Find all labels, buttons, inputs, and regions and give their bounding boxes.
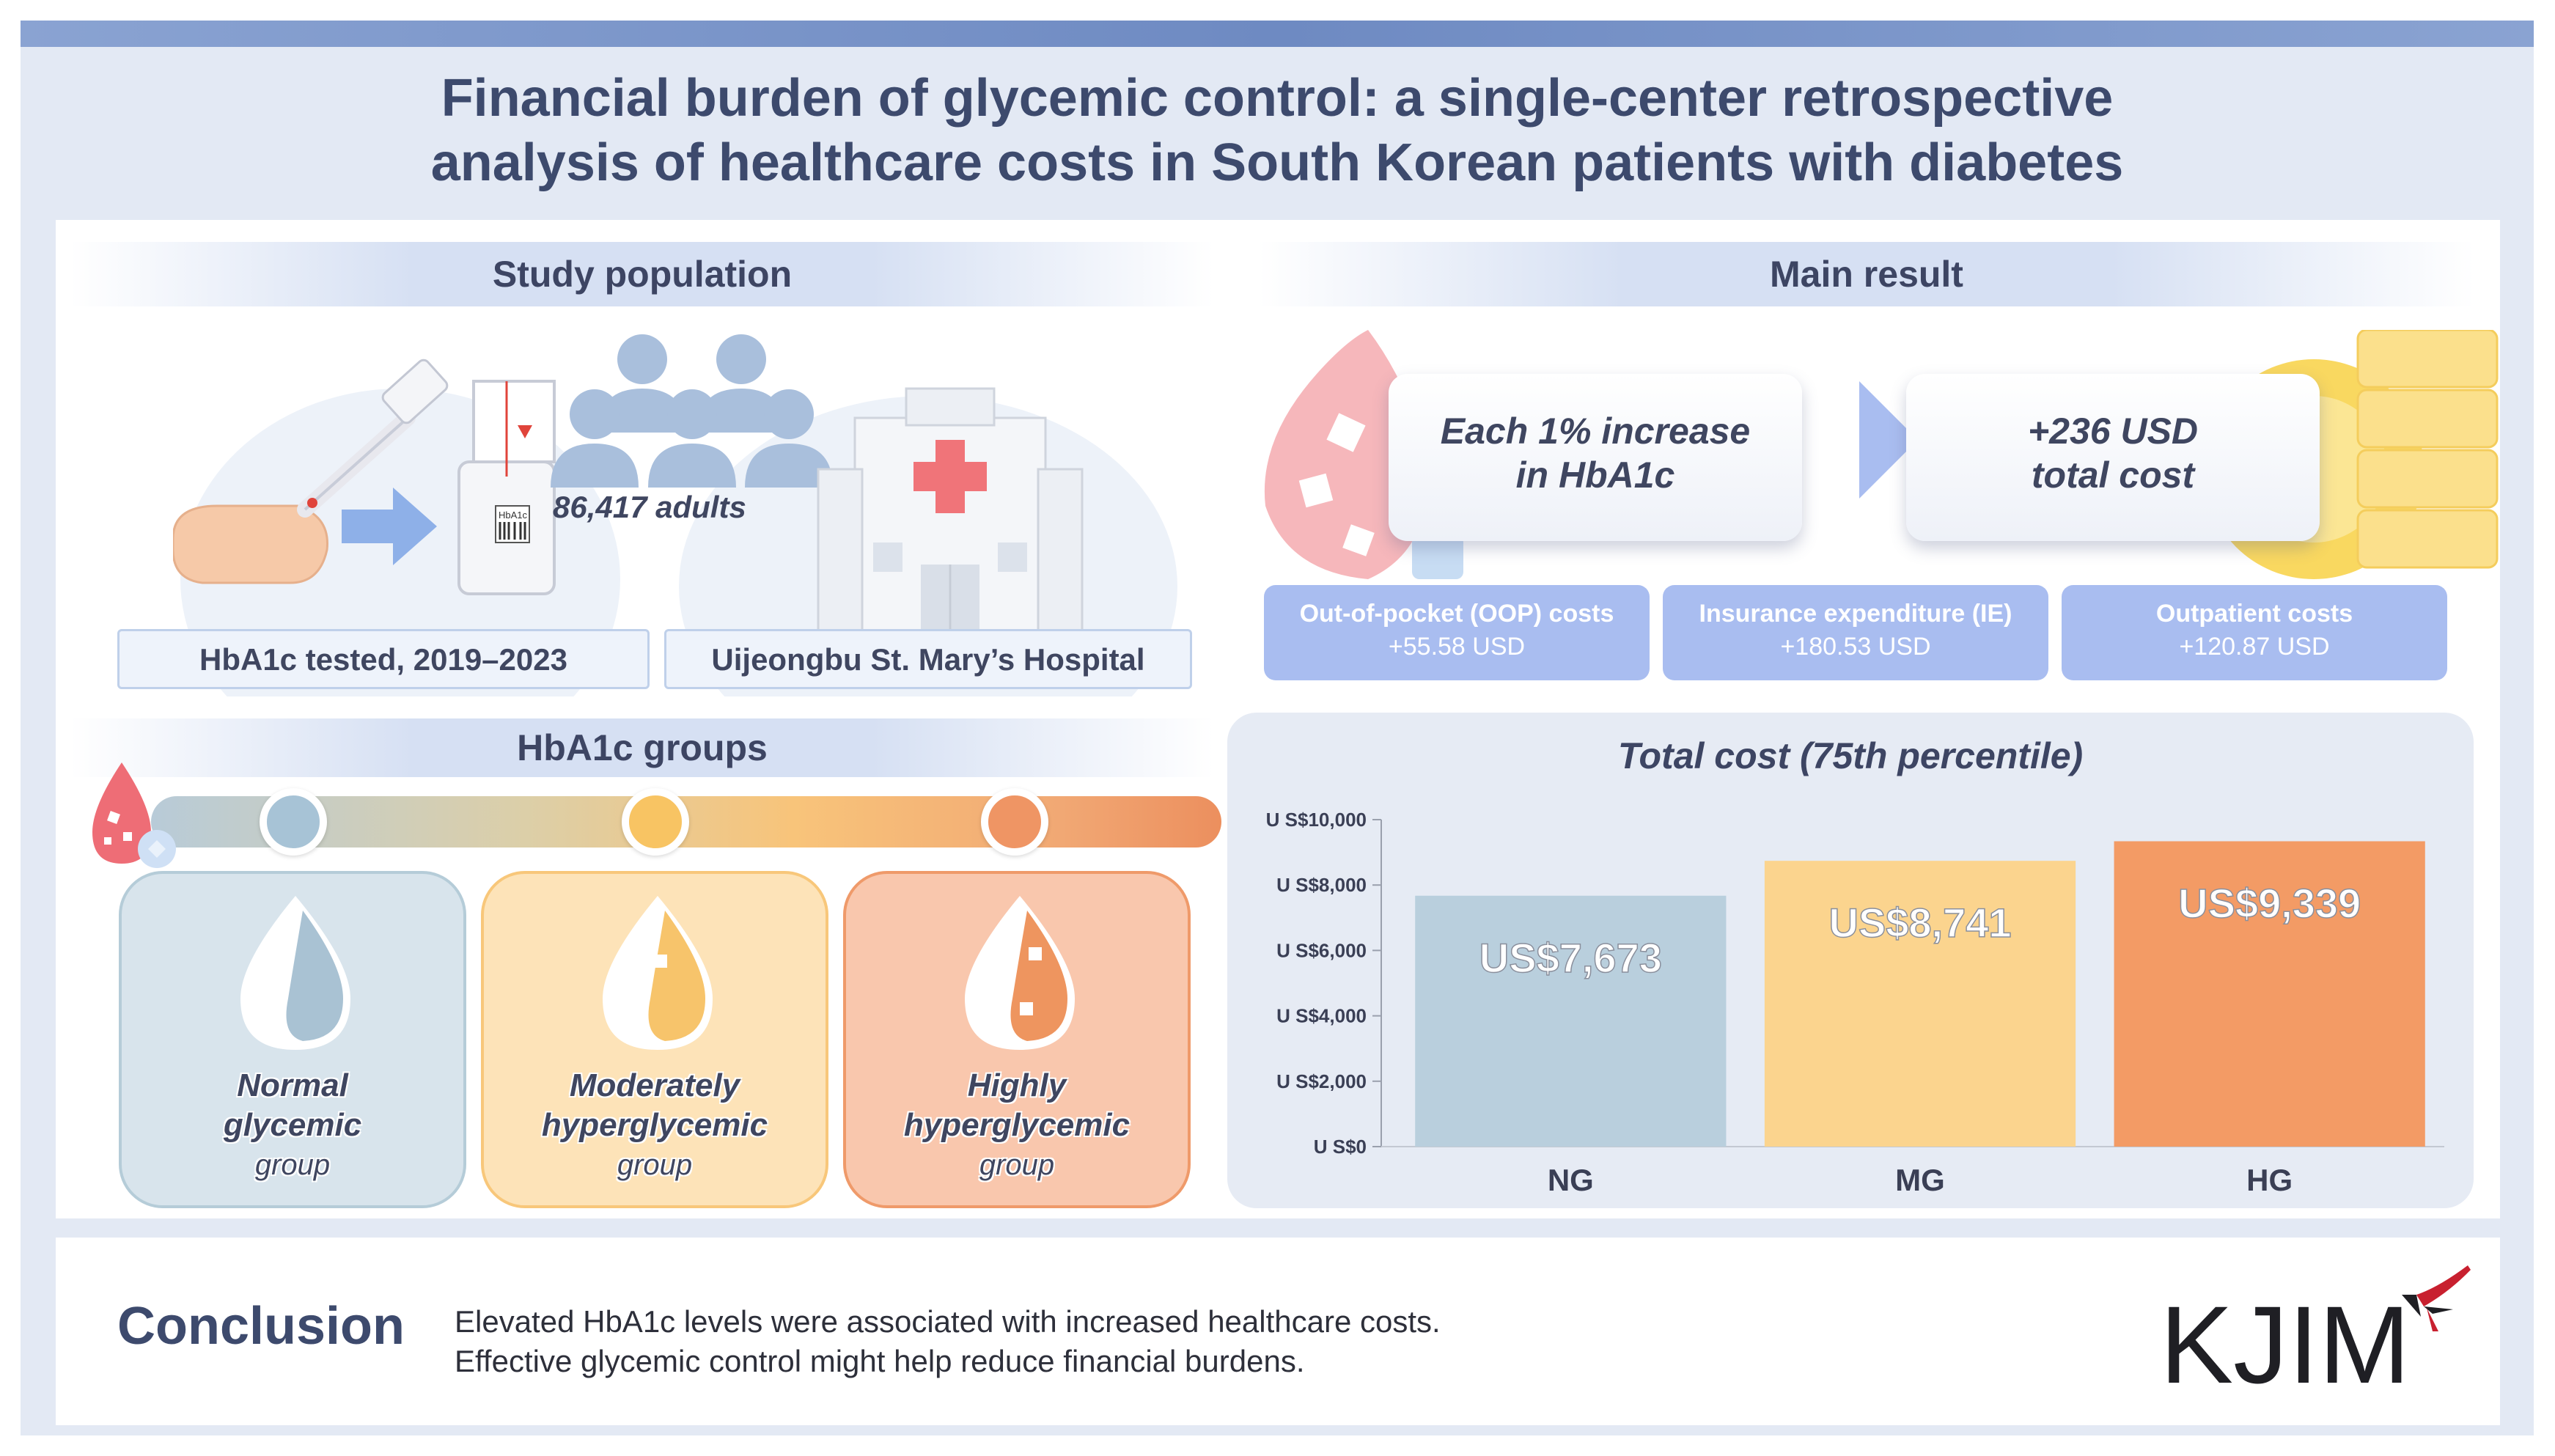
hba1c-groups-heading: HbA1c groups [70, 718, 1214, 777]
bar-value-label: US$7,673 [1479, 935, 1662, 981]
blood-drop-icon [1264, 330, 1427, 579]
conclusion-line1: Elevated HbA1c levels were associated wi… [455, 1304, 1441, 1339]
hba1c-increase-box: Each 1% increase in HbA1c [1389, 374, 1802, 541]
hba1c-device-icon: HbA1c [457, 380, 556, 595]
hospital-icon [817, 387, 1084, 632]
hba1c-increase-line2: in HbA1c [1515, 455, 1675, 496]
moderate-marker [622, 788, 689, 856]
study-population-heading: Study population [70, 242, 1214, 306]
group-moderate-line2: hyperglycemic [541, 1107, 768, 1143]
hospital-pill: Uijeongbu St. Mary’s Hospital [664, 629, 1192, 689]
bar-value-label: US$8,741 [1828, 900, 2011, 946]
total-cost-box: +236 USD total cost [1906, 374, 2320, 541]
chip-ie-title: Insurance expenditure (IE) [1699, 600, 2012, 628]
water-drop-icon [240, 896, 350, 1050]
kjim-logo: KJIM [2160, 1265, 2471, 1406]
logo-mark-icon [2402, 1295, 2421, 1317]
lancet-icon [297, 359, 449, 518]
bar-ng [1415, 895, 1727, 1147]
chip-oop: Out-of-pocket (OOP) costs +55.58 USD [1264, 585, 1650, 680]
y-tick-label: U S$4,000 [1276, 1005, 1367, 1027]
study-population-illustration: HbA1c [173, 334, 1177, 696]
y-tick-label: U S$6,000 [1276, 939, 1367, 961]
coin-stack-icon [2356, 330, 2499, 569]
group-moderate-line3: group [617, 1149, 693, 1181]
water-drop-icon [603, 896, 713, 1050]
chip-ie-value: +180.53 USD [1780, 633, 1931, 661]
bar-value-label: US$9,339 [2178, 880, 2361, 926]
water-drop-icon [965, 896, 1075, 1050]
conclusion-heading: Conclusion [117, 1297, 405, 1356]
main-result-heading: Main result [1258, 242, 2475, 306]
group-high-line2: hyperglycemic [903, 1107, 1131, 1143]
conclusion-text: Elevated HbA1c levels were associated wi… [455, 1302, 1441, 1381]
hba1c-increase-line1: Each 1% increase [1440, 411, 1751, 452]
arrow-right-icon [1859, 381, 1918, 499]
bar-mg [1764, 861, 2076, 1147]
normal-marker [260, 788, 327, 856]
blood-drop-icon [92, 762, 176, 868]
y-tick-label: U S$2,000 [1276, 1070, 1367, 1092]
chart-title: Total cost (75th percentile) [1617, 735, 2084, 776]
y-tick-label: U S$10,000 [1266, 809, 1367, 831]
adults-count: 86,417 adults [553, 490, 746, 524]
chip-outpatient-value: +120.87 USD [2179, 633, 2330, 661]
group-card-high: Highly hyperglycemic group [843, 871, 1191, 1208]
group-high-line1: Highly [967, 1067, 1067, 1103]
title-line-1: Financial burden of glycemic control: a … [441, 69, 2114, 128]
chip-oop-title: Out-of-pocket (OOP) costs [1299, 600, 1614, 628]
people-group-icon [551, 334, 833, 488]
conclusion-line2: Effective glycemic control might help re… [455, 1344, 1305, 1378]
y-tick-label: U S$0 [1314, 1136, 1367, 1158]
conclusion-panel: Conclusion Elevated HbA1c levels were as… [56, 1238, 2500, 1425]
total-cost-chart: U S$0 U S$2,000 U S$4,000 U S$6,000 U S$8,00… [1266, 809, 2444, 1197]
group-normal-line2: glycemic [223, 1107, 362, 1143]
group-moderate-line1: Moderately [569, 1067, 740, 1103]
x-tick-label: HG [2246, 1163, 2293, 1197]
x-tick-label: MG [1895, 1163, 1945, 1197]
chip-oop-value: +55.58 USD [1388, 633, 1526, 661]
total-cost-line2: total cost [2031, 455, 2195, 496]
page-title: Financial burden of glycemic control: a … [21, 66, 2534, 195]
ice-cube-icon [1412, 535, 1463, 579]
chart-card: Total cost (75th percentile) U S$0 U S$2,… [1227, 713, 2474, 1208]
chip-ie: Insurance expenditure (IE) +180.53 USD [1663, 585, 2048, 680]
group-card-moderate: Moderately hyperglycemic group [481, 871, 828, 1208]
group-card-normal: Normal glycemic group [119, 871, 466, 1208]
group-high-line3: group [979, 1149, 1055, 1181]
device-label: HbA1c [499, 510, 528, 521]
group-normal-line3: group [254, 1149, 331, 1181]
title-line-2: analysis of healthcare costs in South Ko… [430, 133, 2124, 192]
arrow-right-icon [342, 488, 437, 565]
top-bar [21, 21, 2534, 47]
y-tick-label: U S$8,000 [1276, 874, 1367, 896]
group-normal-line1: Normal [237, 1067, 348, 1103]
total-cost-line1: +236 USD [2027, 411, 2199, 452]
chip-outpatient-title: Outpatient costs [2155, 600, 2353, 628]
hba1c-tested-pill: HbA1c tested, 2019–2023 [117, 629, 650, 689]
infographic-frame: Financial burden of glycemic control: a … [21, 21, 2534, 1435]
bar-hg [2114, 841, 2425, 1147]
kjim-logo-text: KJIM [2160, 1283, 2411, 1406]
x-tick-label: NG [1548, 1163, 1594, 1197]
high-marker [981, 788, 1048, 856]
main-panel: Study population [56, 220, 2500, 1218]
finger-icon [173, 504, 328, 584]
chip-outpatient: Outpatient costs +120.87 USD [2062, 585, 2447, 680]
